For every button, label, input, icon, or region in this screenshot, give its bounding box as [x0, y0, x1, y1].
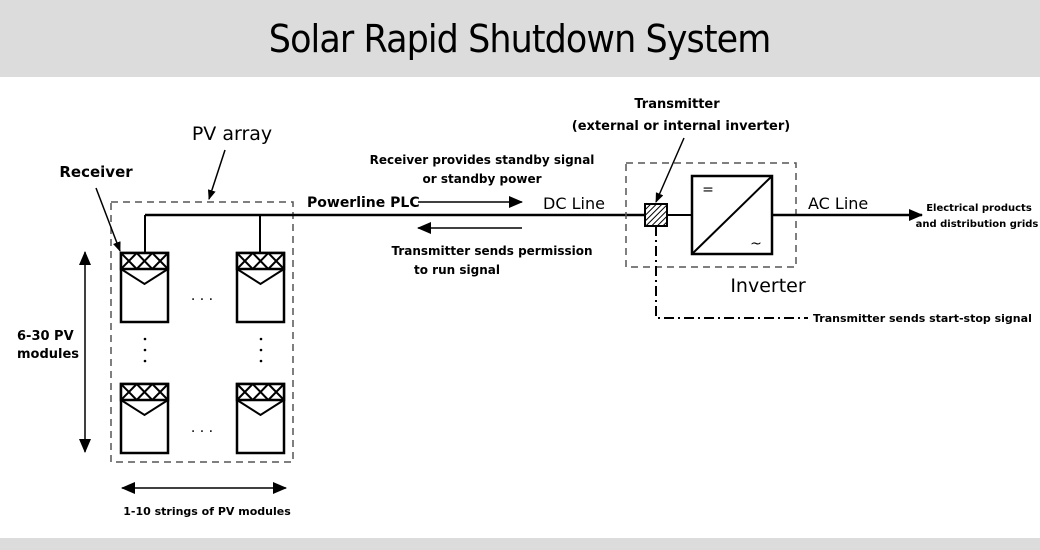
- pv-module: [119, 382, 170, 455]
- transmitter-icon: [644, 203, 668, 227]
- inverter-ac-symbol: ~: [750, 236, 762, 252]
- pv-array-boundary: [110, 201, 294, 463]
- permission-signal-text-2: to run signal: [414, 263, 500, 277]
- output-label-1: Electrical products: [926, 203, 1032, 214]
- permission-signal-text-1: Transmitter sends permission: [391, 244, 592, 258]
- receiver-pointer: [95, 187, 121, 252]
- modules-count-label-1: 6-30 PV: [17, 329, 74, 344]
- powerline-plc-label: Powerline PLC: [307, 195, 420, 211]
- pv-module: [235, 382, 286, 455]
- inverter-diagonal: [691, 175, 773, 255]
- transmitter-label-1: Transmitter: [634, 97, 720, 112]
- pv-module: [119, 251, 170, 324]
- pv-array-label: PV array: [192, 123, 272, 145]
- pv-array-pointer: [207, 149, 226, 200]
- standby-signal-text-1: Receiver provides standby signal: [370, 153, 595, 167]
- inverter-label: Inverter: [730, 275, 806, 297]
- transmitter-pointer: [655, 137, 685, 203]
- pv-module: [235, 251, 286, 324]
- transmitter-label-2: (external or internal inverter): [572, 119, 790, 134]
- ac-line-label: AC Line: [808, 194, 868, 213]
- inverter-dc-symbol: =: [702, 182, 714, 198]
- ellipsis-vertical-right: [259, 337, 263, 363]
- start-stop-signal-label: Transmitter sends start-stop signal: [813, 312, 1032, 325]
- receiver-label: Receiver: [59, 163, 133, 181]
- modules-count-label-2: modules: [17, 347, 79, 362]
- ellipsis-vertical-left: [143, 337, 147, 363]
- output-label-2: and distribution grids: [916, 219, 1039, 230]
- footer-bar: [0, 538, 1040, 550]
- dc-line-label: DC Line: [543, 194, 605, 213]
- standby-signal-text-2: or standby power: [422, 172, 541, 186]
- ellipsis-horizontal-bottom: . . .: [191, 420, 213, 436]
- ellipsis-horizontal-top: . . .: [191, 288, 213, 304]
- page-title: Solar Rapid Shutdown System: [269, 16, 771, 61]
- strings-count-label: 1-10 strings of PV modules: [123, 505, 291, 518]
- title-bar: Solar Rapid Shutdown System: [0, 0, 1040, 77]
